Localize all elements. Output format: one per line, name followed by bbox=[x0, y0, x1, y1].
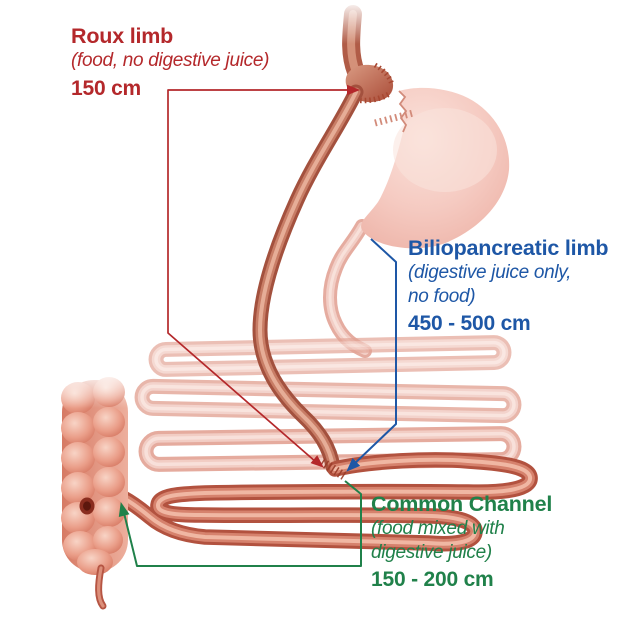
common-channel-tube bbox=[111, 452, 538, 552]
biliopancreatic-limb-description-line2: no food) bbox=[408, 285, 476, 307]
common-channel-arrowhead-icon bbox=[118, 502, 130, 517]
duodenum-tube bbox=[323, 219, 372, 358]
roux-limb-tube bbox=[252, 84, 364, 475]
biliopancreatic-limb-title: Biliopancreatic limb bbox=[408, 236, 609, 260]
roux-annotation-line bbox=[167, 89, 350, 463]
common-channel-length: 150 - 200 cm bbox=[371, 567, 494, 591]
common-channel-description-line2: digestive juice) bbox=[371, 541, 492, 563]
common-channel-title: Common Channel bbox=[371, 492, 553, 516]
biliopancreatic-arrowhead-icon bbox=[346, 458, 361, 472]
annotations bbox=[118, 84, 397, 567]
common-channel-label: Common Channel (food mixed with digestiv… bbox=[371, 492, 552, 592]
roux-limb-label: Roux limb (food, no digestive juice) 150… bbox=[71, 24, 269, 101]
biliopancreatic-annotation-line bbox=[351, 238, 397, 467]
bypassed-stomach bbox=[361, 87, 510, 249]
biliopancreatic-limb-length: 450 - 500 cm bbox=[408, 311, 531, 335]
common-channel-description-line1: (food mixed with bbox=[371, 518, 505, 540]
anastomosis-staples bbox=[319, 458, 347, 480]
roux-arrowhead-bottom-icon bbox=[310, 455, 324, 468]
biliopancreatic-limb-label: Biliopancreatic limb (digestive juice on… bbox=[408, 236, 609, 336]
roux-limb-description: (food, no digestive juice) bbox=[71, 50, 270, 72]
roux-arrowhead-top-icon bbox=[347, 84, 360, 96]
roux-limb-length: 150 cm bbox=[71, 76, 142, 100]
roux-limb-title: Roux limb bbox=[71, 24, 174, 48]
biliopancreatic-limb-description-line1: (digestive juice only, bbox=[408, 262, 572, 284]
common-channel-annotation-line bbox=[123, 480, 362, 567]
colon-cecum bbox=[56, 370, 134, 610]
